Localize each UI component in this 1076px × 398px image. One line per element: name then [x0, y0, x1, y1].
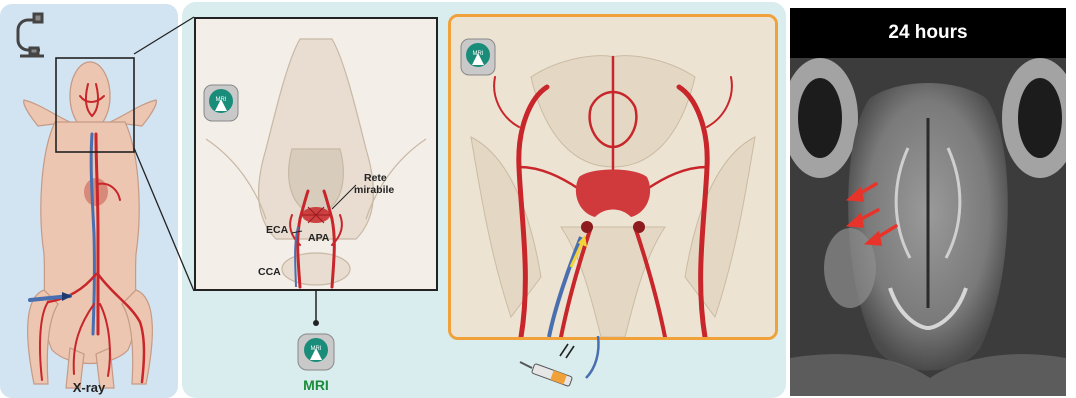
mri-scan-image	[790, 58, 1066, 396]
skull-illustration: MRI Rete mirabile ECA APA CCA	[196, 19, 436, 289]
skull-zoom-panel: MRI Rete mirabile ECA APA CCA	[194, 17, 438, 291]
mri-badge-closeup: MRI	[461, 39, 495, 75]
vessel-closeup-illustration: MRI	[451, 17, 775, 337]
skull-shape	[206, 39, 426, 285]
svg-text:MRI: MRI	[216, 97, 227, 103]
label-apa: APA	[308, 232, 330, 244]
mri-time-header: 24 hours	[790, 8, 1066, 58]
pig-illustration: X-ray	[0, 4, 178, 398]
rete-mirabile-network	[302, 207, 330, 223]
label-cca: CCA	[258, 266, 281, 278]
label-mirabile: mirabile	[354, 184, 394, 196]
label-rete: Rete	[364, 172, 387, 184]
xray-label: X-ray	[73, 380, 106, 395]
mri-badge-zoom: MRI	[204, 85, 238, 121]
vessel-closeup-panel: MRI	[448, 14, 778, 340]
svg-text:MRI: MRI	[473, 51, 484, 57]
mri-scan-panel: 24 hours	[790, 8, 1066, 396]
label-eca: ECA	[266, 224, 289, 236]
c-arm-icon	[18, 14, 44, 56]
pig-body	[24, 62, 157, 388]
xray-panel: X-ray	[0, 4, 178, 398]
